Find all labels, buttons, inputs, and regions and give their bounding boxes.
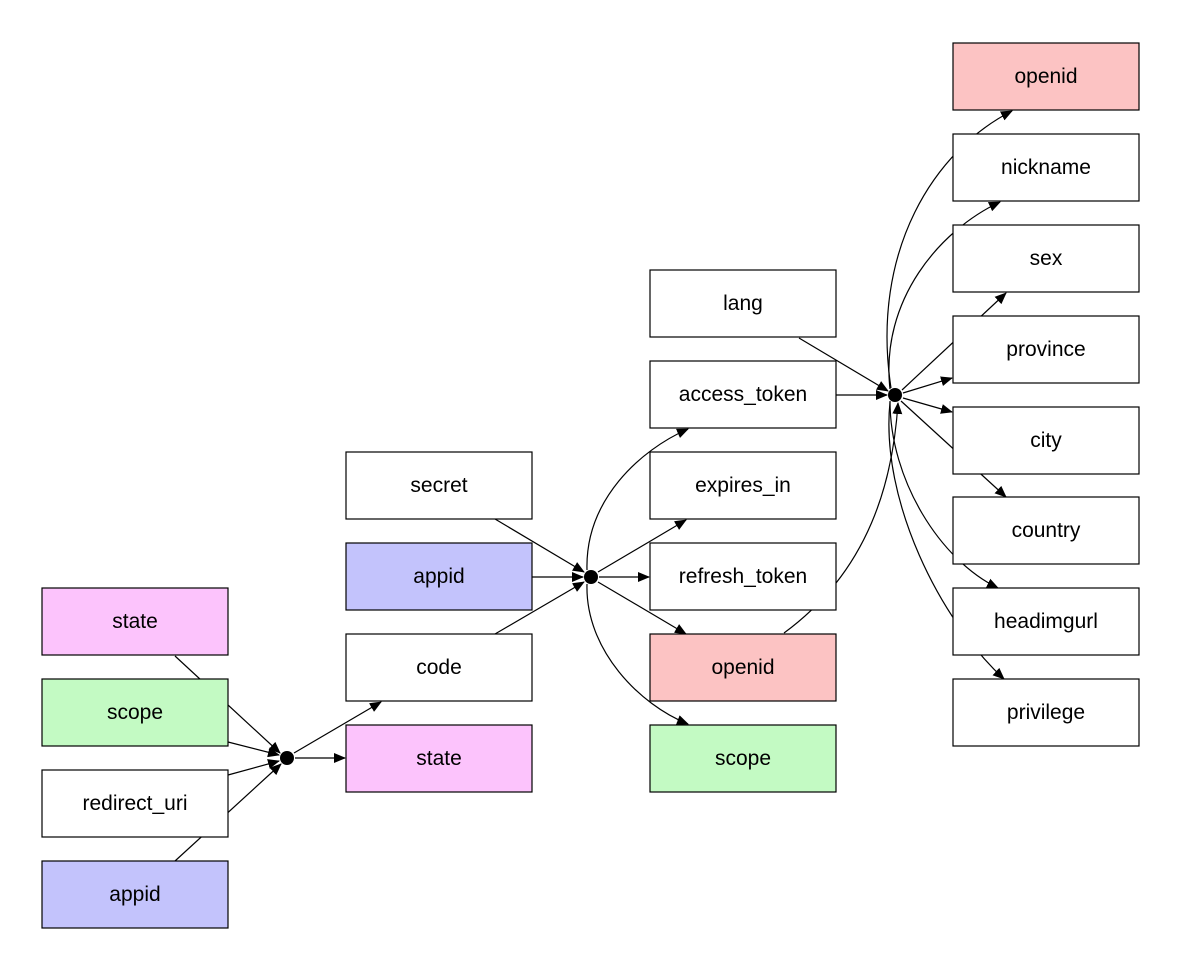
node-n3-access-token: access_token — [649, 360, 837, 429]
node-n4-country: country — [952, 496, 1140, 565]
node-n1-state: state — [41, 587, 229, 656]
edge-hub3-to-n4-province — [902, 376, 953, 394]
node-box — [41, 678, 229, 747]
node-box — [649, 451, 837, 520]
node-box — [345, 542, 533, 611]
node-label: country — [1012, 519, 1081, 542]
hubs-layer — [280, 388, 902, 765]
node-label: appid — [413, 565, 464, 588]
hub1-junction-dot — [280, 751, 294, 765]
node-box — [41, 860, 229, 929]
edge-hub2-to-n3-scope — [586, 583, 689, 725]
edge-n3-lang-to-hub3 — [798, 337, 889, 392]
node-box — [952, 587, 1140, 656]
hub2-junction-dot — [584, 570, 598, 584]
node-box — [41, 769, 229, 838]
node-label: access_token — [679, 383, 807, 406]
node-label: city — [1030, 429, 1062, 452]
node-label: province — [1006, 338, 1085, 361]
node-box — [41, 587, 229, 656]
node-label: openid — [1014, 65, 1077, 88]
node-label: privilege — [1007, 701, 1085, 724]
node-box — [649, 360, 837, 429]
edge-n1-scope-to-hub1 — [227, 741, 280, 758]
node-label: state — [416, 747, 462, 770]
node-label: secret — [410, 474, 467, 497]
node-n4-nickname: nickname — [952, 133, 1140, 202]
node-box — [952, 496, 1140, 565]
node-box — [649, 542, 837, 611]
edge-hub1-to-n2-code — [293, 701, 382, 754]
node-n4-headimgurl: headimgurl — [952, 587, 1140, 656]
node-n3-scope: scope — [649, 724, 837, 793]
node-label: scope — [715, 747, 771, 770]
node-box — [345, 724, 533, 793]
node-box — [952, 406, 1140, 475]
node-label: openid — [711, 656, 774, 679]
node-label: state — [112, 610, 158, 633]
node-box — [952, 678, 1140, 747]
edge-n2-code-to-hub2 — [494, 581, 585, 635]
node-box — [952, 42, 1140, 111]
edge-hub2-to-n3-access-token — [586, 428, 689, 571]
node-label: code — [416, 656, 462, 679]
edge-hub3-to-n4-headimgurl — [889, 400, 999, 589]
node-box — [649, 724, 837, 793]
edge-hub3-to-n4-openid — [886, 110, 1013, 389]
node-n1-redirect: redirect_uri — [41, 769, 229, 838]
node-box — [952, 315, 1140, 384]
node-label: sex — [1030, 247, 1063, 270]
edge-hub3-to-n4-city — [902, 397, 953, 414]
node-label: refresh_token — [679, 565, 807, 588]
node-n3-lang: lang — [649, 269, 837, 338]
node-n2-code: code — [345, 633, 533, 702]
node-n4-openid: openid — [952, 42, 1140, 111]
node-n4-privilege: privilege — [952, 678, 1140, 747]
node-label: redirect_uri — [82, 792, 187, 815]
node-box — [952, 224, 1140, 293]
edges-layer — [174, 110, 1013, 862]
hub3-junction-dot — [888, 388, 902, 402]
node-label: scope — [107, 701, 163, 724]
edge-n2-secret-to-hub2 — [494, 518, 585, 573]
node-label: lang — [723, 292, 763, 315]
node-label: appid — [109, 883, 160, 906]
node-n4-sex: sex — [952, 224, 1140, 293]
node-box — [952, 133, 1140, 202]
edge-hub2-to-n3-expires-in — [597, 519, 687, 573]
node-label: expires_in — [695, 474, 791, 497]
edge-hub2-to-n3-openid — [597, 581, 687, 635]
node-n2-appid: appid — [345, 542, 533, 611]
node-n4-city: city — [952, 406, 1140, 475]
node-n1-appid: appid — [41, 860, 229, 929]
node-label: headimgurl — [994, 610, 1098, 633]
node-n4-province: province — [952, 315, 1140, 384]
edge-hub3-to-n4-nickname — [888, 201, 1001, 390]
node-box — [649, 269, 837, 338]
node-box — [345, 633, 533, 702]
node-n2-secret: secret — [345, 451, 533, 520]
node-box — [345, 451, 533, 520]
node-n3-openid: openid — [649, 633, 837, 702]
node-n3-refresh-token: refresh_token — [649, 542, 837, 611]
node-n1-scope: scope — [41, 678, 229, 747]
node-n3-expires-in: expires_in — [649, 451, 837, 520]
node-n2-state: state — [345, 724, 533, 793]
node-label: nickname — [1001, 156, 1091, 179]
node-box — [649, 633, 837, 702]
nodes-layer: statescoperedirect_uriappidcodestatesecr… — [41, 42, 1140, 929]
